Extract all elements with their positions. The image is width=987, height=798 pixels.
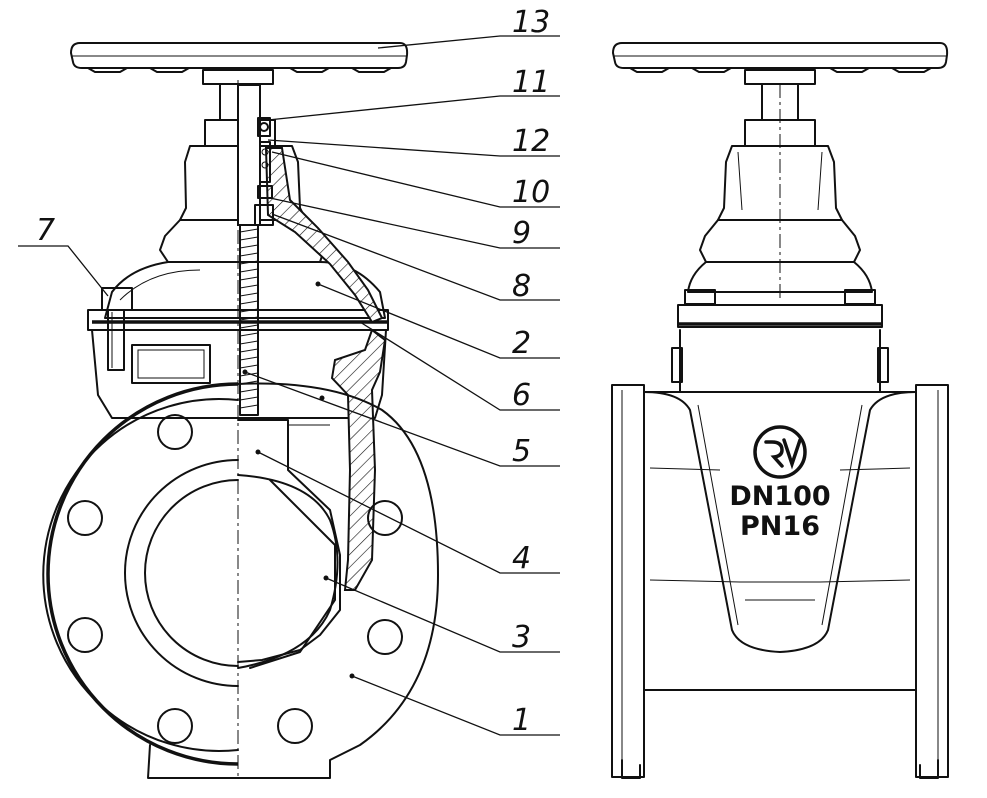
callout-5: 5 xyxy=(512,434,531,469)
section-view xyxy=(42,42,439,780)
stem xyxy=(237,84,274,416)
callout-1: 1 xyxy=(512,703,531,738)
callout-8: 8 xyxy=(512,269,531,304)
section-bonnet-wall xyxy=(264,147,384,324)
callout-6: 6 xyxy=(512,378,531,413)
nominal-pressure-marking: PN16 xyxy=(740,511,820,542)
callout-3: 3 xyxy=(512,620,531,655)
callout-2: 2 xyxy=(512,326,531,361)
bonnet-right xyxy=(671,119,889,393)
callouts: 13 11 12 10 9 8 2 6 5 4 3 1 7 xyxy=(18,5,560,738)
side-view: DN100 PN16 xyxy=(611,42,949,779)
callout-13: 13 xyxy=(512,5,550,40)
brand-logo xyxy=(753,425,807,479)
wedge xyxy=(237,419,341,663)
callout-4: 4 xyxy=(512,541,531,576)
section-body-wall xyxy=(330,328,387,591)
callout-10: 10 xyxy=(512,175,550,210)
nominal-diameter-marking: DN100 xyxy=(729,481,830,512)
callout-7: 7 xyxy=(36,213,55,248)
callout-12: 12 xyxy=(512,124,550,159)
callout-9: 9 xyxy=(512,216,531,251)
callout-11: 11 xyxy=(512,65,550,100)
body-right xyxy=(611,384,949,779)
bonnet-bolt xyxy=(101,287,133,371)
flange-left xyxy=(42,382,439,779)
